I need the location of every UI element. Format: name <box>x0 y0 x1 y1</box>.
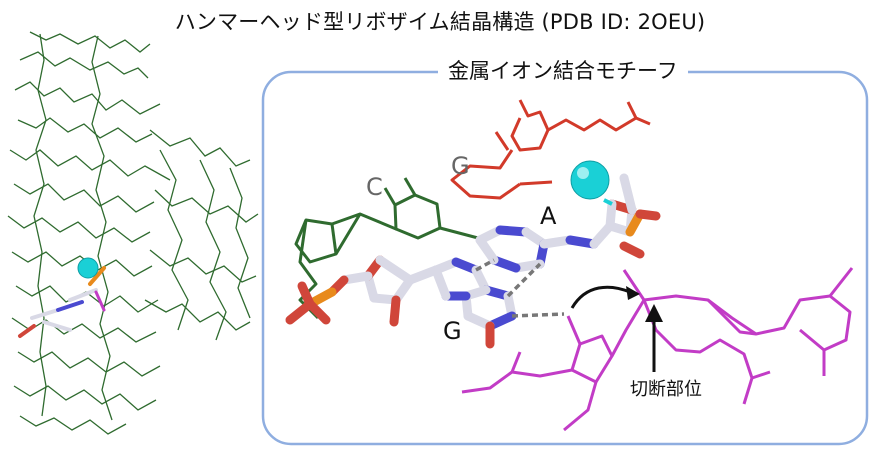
label-c: C <box>366 173 383 201</box>
label-cleavage-site: 切断部位 <box>630 379 702 400</box>
magenta-nucleotide <box>461 267 854 432</box>
inset-border <box>261 70 869 446</box>
figure-title: ハンマーヘッド型リボザイム結晶構造 (PDB ID: 2OEU) <box>174 10 706 34</box>
label-a: A <box>540 202 557 230</box>
label-g-bottom: G <box>443 317 462 345</box>
metal-coordination-bond <box>603 198 613 206</box>
nucleophilic-attack-arrowhead <box>626 286 640 300</box>
label-g-top: G <box>451 152 470 180</box>
nucleophilic-attack-arrow <box>570 285 631 309</box>
adenine-sticks <box>475 173 661 273</box>
overview-backbone-lines <box>7 31 259 435</box>
red-nucleotide <box>450 99 651 200</box>
guanine-sticks <box>285 255 517 349</box>
cleavage-site-arrowhead <box>645 304 663 322</box>
overview-metal-ion <box>77 257 99 279</box>
hydrogen-bonds <box>475 258 565 318</box>
inset-title: 金属イオン結合モチーフ <box>438 55 688 85</box>
metal-ion-highlight <box>577 167 589 179</box>
metal-ion <box>570 160 610 200</box>
overview-highlight-sticks <box>18 266 106 338</box>
